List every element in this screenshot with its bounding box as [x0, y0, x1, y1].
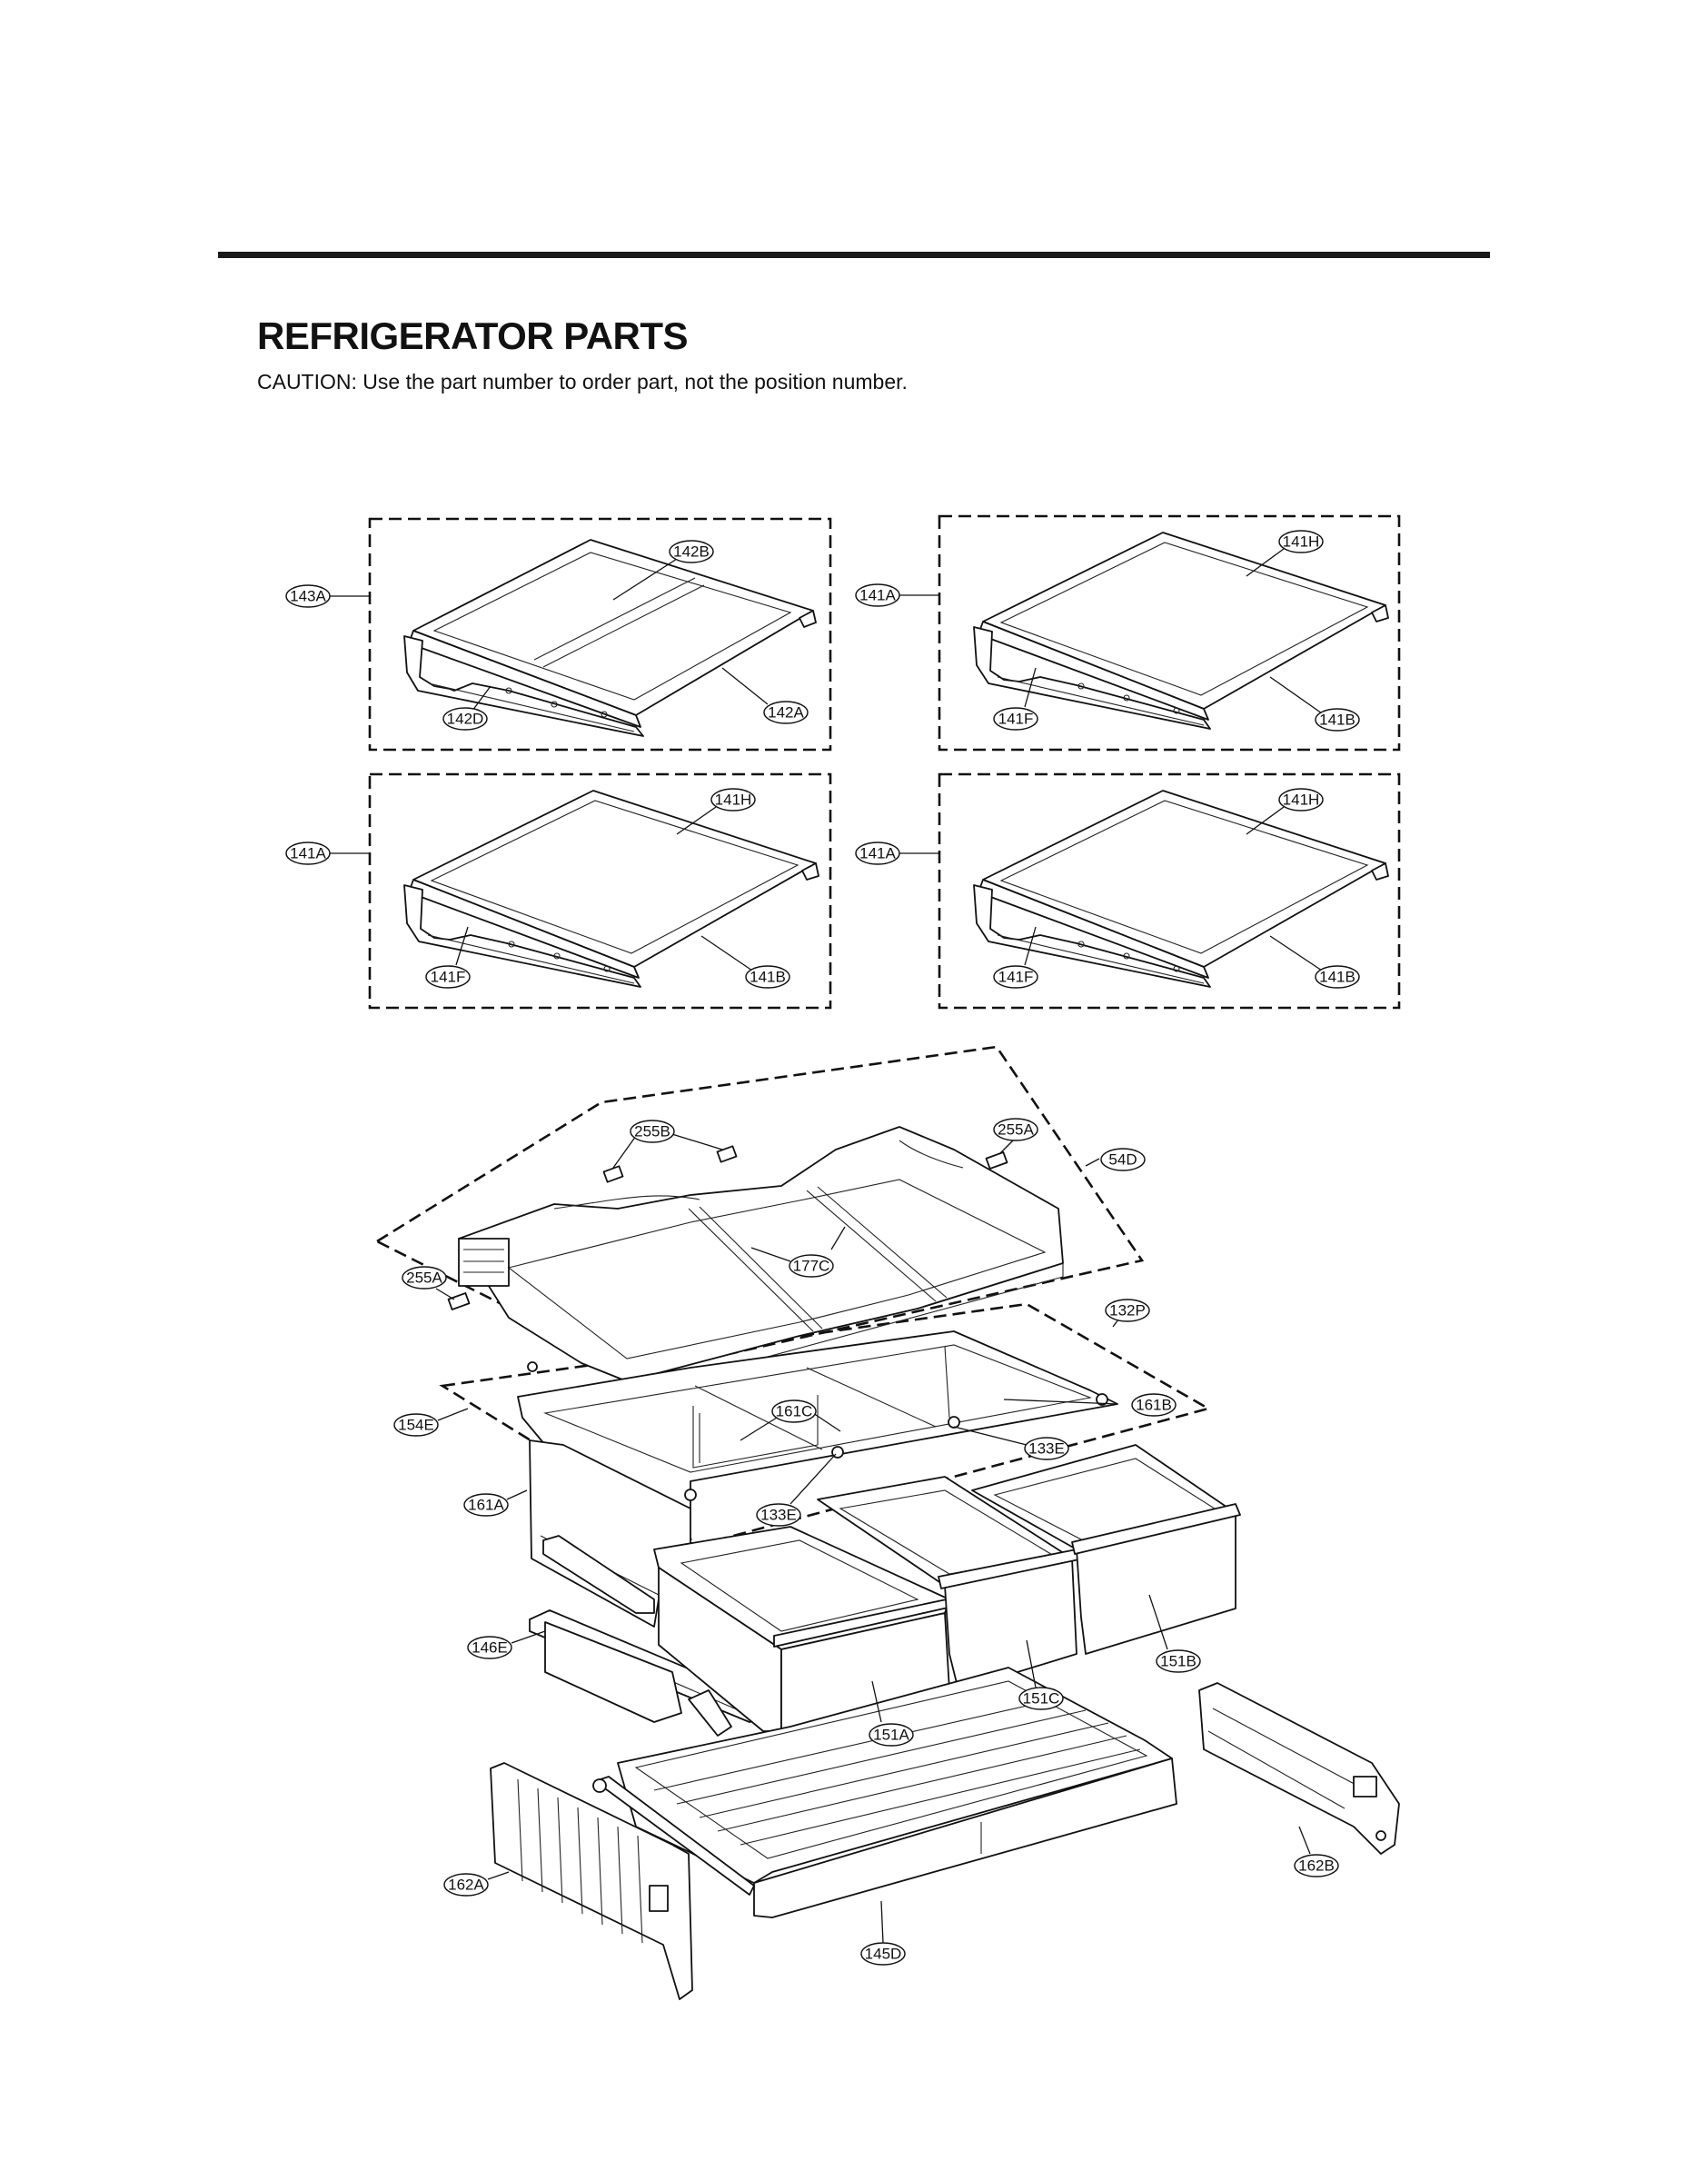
- callout-161A: 161A: [463, 1489, 528, 1517]
- callout-161A-label: 161A: [468, 1496, 504, 1513]
- callout-141H-middle-left-label: 141H: [715, 791, 752, 808]
- callout-141F-top-right-label: 141F: [998, 710, 1034, 727]
- callout-141F-middle-right: 141F: [993, 926, 1038, 989]
- callout-141H-middle-right-label: 141H: [1283, 791, 1320, 808]
- callout-143A: 143A: [285, 584, 370, 608]
- callout-143A-label: 143A: [290, 587, 326, 604]
- callout-145D-label: 145D: [865, 1945, 902, 1962]
- callout-161B: 161B: [1003, 1393, 1177, 1417]
- crisper-drawer-right-drawing: [971, 1444, 1241, 1655]
- crisper-assembly: 255B 255A 54D 255A 177C 132P: [374, 1045, 1400, 2000]
- callout-255A-left: 255A: [402, 1266, 455, 1300]
- panel-shelf-top-right: 141H 141A 141F 141B: [855, 514, 1401, 752]
- clip-255B-part: [602, 1145, 738, 1183]
- callout-142D-label: 142D: [447, 710, 484, 727]
- callout-142B: 142B: [612, 540, 714, 601]
- callout-141F-middle-left: 141F: [425, 926, 471, 989]
- screw-part: [527, 1361, 538, 1372]
- callout-255B: 255B: [612, 1120, 723, 1169]
- callout-145D: 145D: [860, 1900, 906, 1966]
- callout-151C-label: 151C: [1023, 1689, 1060, 1707]
- tray-145D-drawing: [617, 1667, 1177, 1918]
- clip-255A-left-part: [447, 1292, 471, 1310]
- callout-132P: 132P: [1105, 1299, 1150, 1328]
- callout-141A-middle-right-label: 141A: [859, 844, 896, 861]
- callout-162B-label: 162B: [1298, 1857, 1335, 1874]
- callout-146E: 146E: [467, 1630, 546, 1659]
- panel-shelf-split: 142B 143A 142D 142A: [285, 517, 832, 752]
- callout-141B-top-right: 141B: [1269, 676, 1360, 732]
- callout-142B-label: 142B: [673, 543, 710, 560]
- callout-162A: 162A: [443, 1871, 510, 1897]
- callout-255B-label: 255B: [634, 1122, 670, 1140]
- crisper-frame-drawing: [517, 1330, 1118, 1509]
- callout-132P-label: 132P: [1109, 1301, 1146, 1319]
- callout-255A-top-label: 255A: [998, 1120, 1034, 1138]
- crisper-drawer-middle-drawing: [817, 1476, 1080, 1691]
- callout-133E-right: 133E: [953, 1426, 1069, 1460]
- panel-shelf-middle-right: 141H 141A 141F 141B: [855, 772, 1401, 1010]
- callout-141A-middle-left-label: 141A: [290, 844, 326, 861]
- callout-141H-top-right-label: 141H: [1283, 533, 1320, 550]
- callout-146E-label: 146E: [472, 1638, 508, 1656]
- callout-141H-top-right: 141H: [1246, 530, 1324, 577]
- crisper-cover-drawing: [458, 1126, 1064, 1396]
- page-title: REFRIGERATOR PARTS: [257, 314, 689, 357]
- callout-141A-top-right-label: 141A: [859, 586, 896, 603]
- callout-141A-middle-right: 141A: [855, 842, 939, 865]
- caution-note: CAUTION: Use the part number to order pa…: [257, 370, 908, 393]
- callout-161B-label: 161B: [1136, 1396, 1172, 1413]
- shelf-glass-drawing: [403, 790, 819, 988]
- shelf-split-drawing: [403, 539, 817, 737]
- cover-162A-drawing: [490, 1762, 693, 2000]
- callout-161C: 161C: [740, 1399, 841, 1441]
- frame-group-outline: [439, 1302, 1212, 1547]
- callout-141B-middle-right: 141B: [1269, 935, 1360, 989]
- callout-141A-top-right: 141A: [855, 583, 939, 607]
- callout-151A-label: 151A: [873, 1726, 909, 1743]
- callout-151B: 151B: [1148, 1594, 1201, 1673]
- callout-141H-middle-left: 141H: [676, 788, 756, 835]
- callout-141A-middle-left: 141A: [285, 842, 370, 865]
- callout-162A-label: 162A: [448, 1876, 484, 1893]
- header-rule: [218, 252, 1490, 258]
- callout-162B: 162B: [1294, 1826, 1339, 1877]
- callout-151C: 151C: [1018, 1639, 1064, 1710]
- callout-141F-middle-right-label: 141F: [998, 968, 1034, 985]
- callout-141B-middle-left: 141B: [700, 935, 790, 989]
- callout-141F-top-right: 141F: [993, 667, 1038, 731]
- crisper-drawer-left-drawing: [653, 1526, 953, 1732]
- callout-141B-top-right-label: 141B: [1319, 711, 1355, 728]
- callout-255A-left-label: 255A: [406, 1269, 442, 1286]
- callout-142D: 142D: [442, 685, 492, 731]
- callout-133E-right-label: 133E: [1028, 1439, 1065, 1457]
- callout-142A: 142A: [721, 667, 809, 724]
- callout-141B-middle-right-label: 141B: [1319, 968, 1355, 985]
- callout-133E-left-label: 133E: [760, 1506, 797, 1523]
- callout-141F-middle-left-label: 141F: [431, 968, 466, 985]
- callout-154E: 154E: [393, 1408, 469, 1437]
- callout-177C-label: 177C: [793, 1257, 830, 1274]
- tray-rail-drawing: [592, 1776, 755, 1896]
- callout-161C-label: 161C: [776, 1402, 813, 1419]
- callout-255A-top: 255A: [993, 1118, 1038, 1155]
- callout-141H-middle-right: 141H: [1246, 788, 1324, 835]
- shelf-glass-drawing: [973, 790, 1389, 988]
- panel-shelf-middle-left: 141H 141A 141F 141B: [285, 772, 832, 1010]
- callout-54D-label: 54D: [1108, 1150, 1137, 1168]
- shelf-glass-drawing: [973, 532, 1389, 730]
- callout-151B-label: 151B: [1160, 1652, 1197, 1669]
- clip-255A-top-part: [985, 1151, 1008, 1170]
- callout-133E-left: 133E: [756, 1453, 837, 1527]
- callout-177C: 177C: [750, 1226, 846, 1278]
- cover-group-outline: [374, 1045, 1145, 1376]
- callout-154E-label: 154E: [398, 1416, 434, 1433]
- crisper-housing-drawing: [529, 1439, 691, 1628]
- callout-151A: 151A: [869, 1680, 914, 1747]
- callout-54D: 54D: [1085, 1148, 1146, 1171]
- callout-141B-middle-left-label: 141B: [750, 968, 786, 985]
- callout-142A-label: 142A: [768, 703, 804, 721]
- cover-162B-drawing: [1198, 1682, 1400, 1855]
